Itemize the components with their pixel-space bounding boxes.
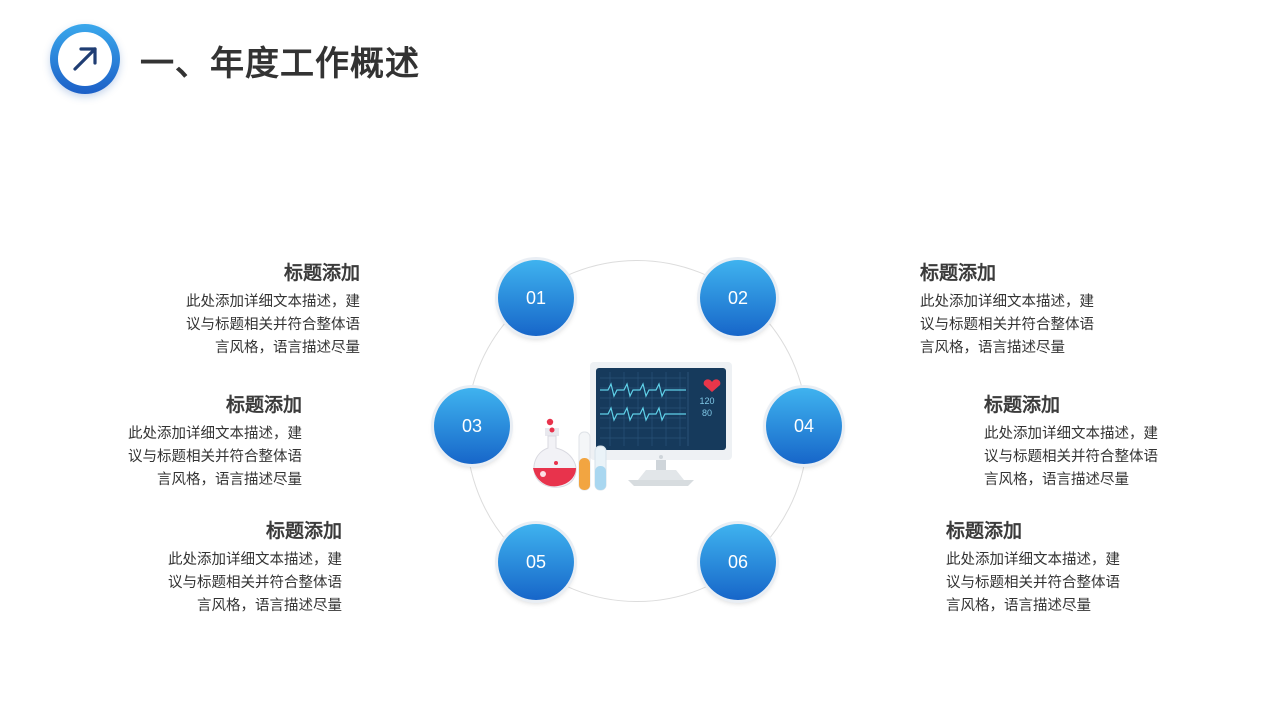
item-title: 标题添加 bbox=[984, 394, 1061, 416]
number-circle-01[interactable]: 01 bbox=[498, 260, 574, 336]
feature-item-6: 标题添加 此处添加详细文本描述，建议与标题相关并符合整体语言风格，语言描述尽量 bbox=[946, 516, 1196, 618]
item-description: 此处添加详细文本描述，建议与标题相关并符合整体语言风格，语言描述尽量 bbox=[984, 426, 1158, 488]
item-title: 标题添加 bbox=[265, 520, 342, 542]
item-description: 此处添加详细文本描述，建议与标题相关并符合整体语言风格，语言描述尽量 bbox=[920, 294, 1094, 356]
feature-item-1: 标题添加 此处添加详细文本描述，建议与标题相关并符合整体语言风格，语言描述尽量 bbox=[110, 258, 360, 360]
feature-item-2: 标题添加 此处添加详细文本描述，建议与标题相关并符合整体语言风格，语言描述尽量 bbox=[920, 258, 1170, 360]
item-title: 标题添加 bbox=[946, 520, 1023, 542]
feature-item-5: 标题添加 此处添加详细文本描述，建议与标题相关并符合整体语言风格，语言描述尽量 bbox=[92, 516, 342, 618]
item-title: 标题添加 bbox=[283, 262, 360, 284]
monitor-readout-top: 120 bbox=[699, 396, 714, 406]
feature-item-4: 标题添加 此处添加详细文本描述，建议与标题相关并符合整体语言风格，语言描述尽量 bbox=[984, 390, 1234, 492]
medical-monitor-illustration: 120 80 bbox=[533, 362, 732, 491]
item-description: 此处添加详细文本描述，建议与标题相关并符合整体语言风格，语言描述尽量 bbox=[946, 552, 1120, 614]
arrow-up-right-icon bbox=[73, 47, 97, 71]
item-title: 标题添加 bbox=[920, 262, 997, 284]
number-circle-05[interactable]: 05 bbox=[498, 524, 574, 600]
feature-item-3: 标题添加 此处添加详细文本描述，建议与标题相关并符合整体语言风格，语言描述尽量 bbox=[52, 390, 302, 492]
item-title: 标题添加 bbox=[225, 394, 302, 416]
number-circle-02[interactable]: 02 bbox=[700, 260, 776, 336]
page-title: 一、年度工作概述 bbox=[140, 44, 420, 84]
number-circle-03[interactable]: 03 bbox=[434, 388, 510, 464]
item-description: 此处添加详细文本描述，建议与标题相关并符合整体语言风格，语言描述尽量 bbox=[186, 294, 360, 356]
item-description: 此处添加详细文本描述，建议与标题相关并符合整体语言风格，语言描述尽量 bbox=[128, 426, 302, 488]
item-description: 此处添加详细文本描述，建议与标题相关并符合整体语言风格，语言描述尽量 bbox=[168, 552, 342, 614]
number-circle-06[interactable]: 06 bbox=[700, 524, 776, 600]
monitor-readout-bottom: 80 bbox=[702, 408, 712, 418]
header-badge bbox=[50, 24, 120, 94]
number-circle-04[interactable]: 04 bbox=[766, 388, 842, 464]
